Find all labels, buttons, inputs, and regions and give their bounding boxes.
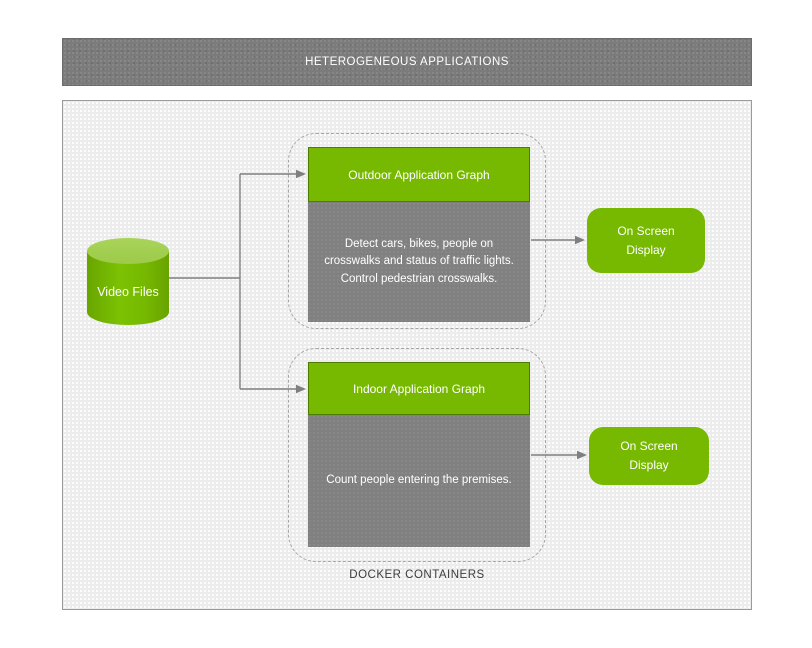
indoor-description-line: Count people entering the premises. bbox=[326, 474, 512, 487]
indoor-graph-title: Indoor Application Graph bbox=[352, 381, 486, 396]
docker-containers-caption: DOCKER CONTAINERS bbox=[349, 569, 485, 581]
outdoor-graph-title: Outdoor Application Graph bbox=[348, 167, 490, 182]
indoor-graph-header: Indoor Application Graph bbox=[308, 362, 530, 415]
osd-top-label: On Screen Display bbox=[617, 223, 675, 257]
banner-title: HETEROGENEOUS APPLICATIONS bbox=[305, 56, 509, 68]
outdoor-description-line: Control pedestrian crosswalks. bbox=[340, 272, 498, 285]
outdoor-docker-container bbox=[288, 133, 546, 329]
outdoor-graph-body: Detect cars, bikes, people on crosswalks… bbox=[308, 202, 530, 322]
indoor-graph-body: Count people entering the premises. bbox=[308, 415, 530, 547]
osd-bottom-label: On Screen Display bbox=[620, 439, 678, 472]
heterogeneous-applications-banner: HETEROGENEOUS APPLICATIONS bbox=[62, 38, 752, 86]
outdoor-description-line: Detect cars, bikes, people on bbox=[344, 238, 494, 251]
video-files-node: Video Files bbox=[87, 238, 169, 325]
outdoor-graph-header: Outdoor Application Graph bbox=[308, 147, 530, 202]
video-files-label: Video Files bbox=[97, 285, 159, 299]
on-screen-display-top: On Screen Display bbox=[587, 208, 705, 273]
on-screen-display-bottom: On Screen Display bbox=[589, 427, 709, 485]
outdoor-description-line: crosswalks and status of traffic lights. bbox=[324, 255, 514, 268]
cylinder-top-ellipse bbox=[87, 238, 169, 264]
